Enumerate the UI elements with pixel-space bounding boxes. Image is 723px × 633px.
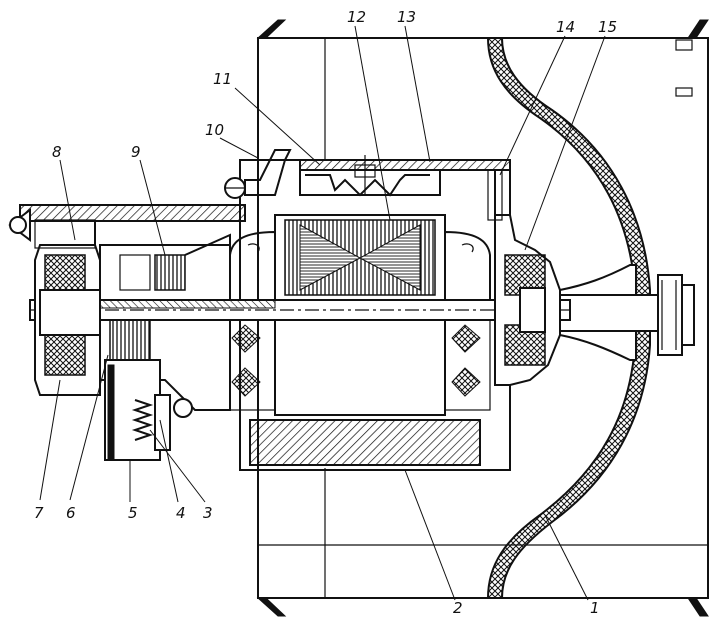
callout-14: 14 — [556, 18, 575, 36]
output-shaft — [559, 274, 695, 356]
callout-12: 12 — [347, 8, 366, 26]
right-bearing — [487, 169, 561, 386]
callout-6: 6 — [66, 504, 76, 522]
callout-2: 2 — [453, 599, 463, 617]
left-end-cap — [34, 244, 101, 396]
brush-holder — [99, 233, 231, 411]
callout-3: 3 — [203, 504, 213, 522]
leader-lines — [39, 25, 606, 601]
callout-8: 8 — [52, 143, 62, 161]
callout-5: 5 — [128, 504, 138, 522]
callout-9: 9 — [131, 143, 141, 161]
tie-rod — [8, 149, 292, 249]
callout-10: 10 — [205, 121, 224, 139]
callout-1: 1 — [590, 599, 600, 617]
callout-labels: 1 2 3 4 5 6 7 8 9 10 11 12 13 14 15 — [34, 8, 617, 617]
callout-11: 11 — [213, 70, 232, 88]
gear-assembly — [104, 319, 193, 461]
callout-13: 13 — [397, 8, 416, 26]
motor-housing — [239, 155, 511, 471]
armature — [229, 214, 491, 416]
main-shaft — [29, 299, 571, 321]
callout-4: 4 — [176, 504, 186, 522]
callout-15: 15 — [598, 18, 617, 36]
callout-7: 7 — [34, 504, 44, 522]
